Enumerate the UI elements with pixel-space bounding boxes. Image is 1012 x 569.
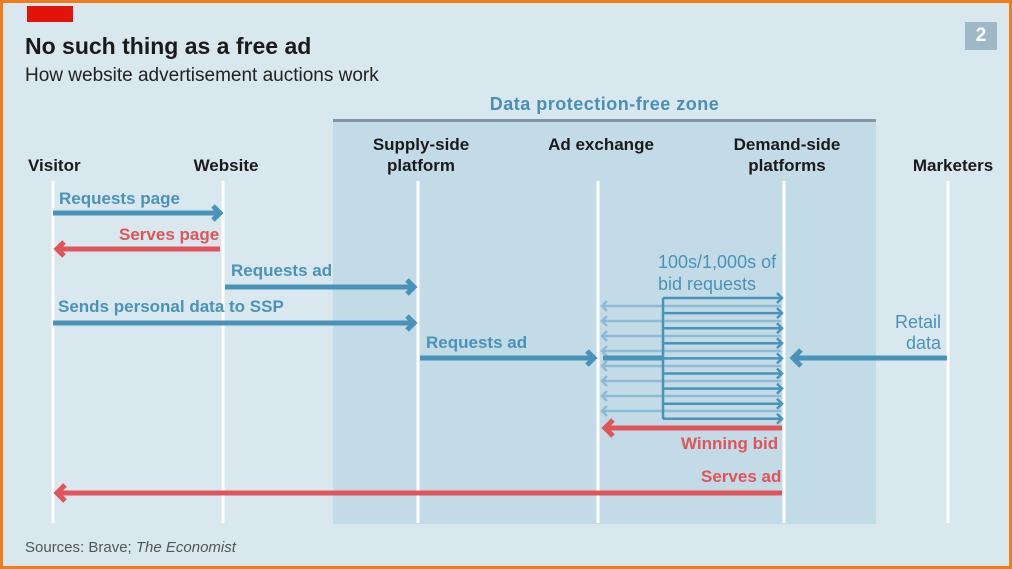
bid-response-arrow-head (600, 300, 608, 312)
zone-top-rule (333, 119, 876, 122)
bid-request-arrow-head (776, 337, 784, 350)
arrow-retail-data-head (789, 348, 803, 368)
label-winning-bid: Winning bid (681, 434, 779, 453)
column-marketers: Marketers (912, 156, 994, 175)
arrow-winning-bid-head (601, 418, 615, 438)
arrow-requests-ad-1-head (405, 278, 418, 296)
bid-response-arrow-head (600, 375, 608, 387)
arrow-sends-data-head (405, 314, 418, 332)
source-publication: The Economist (135, 539, 236, 556)
label-requests-page: Requests page (59, 189, 180, 208)
bid-request-arrow-head (776, 397, 784, 410)
chart-title: No such thing as a free ad (25, 33, 312, 59)
zone-label: Data protection-free zone (489, 94, 720, 114)
source-note: Sources: Brave; The Economist (25, 539, 236, 556)
label-requests-ad-2: Requests ad (426, 333, 528, 352)
bid-response-arrow-head (600, 330, 608, 342)
bid-response-arrow-head (600, 390, 608, 402)
bid-request-arrow-head (776, 322, 784, 335)
label-requests-ad-1: Requests ad (231, 261, 333, 280)
column-website: Website (193, 156, 259, 175)
column-ad-exchange: Ad exchange (548, 135, 654, 154)
flow-arrows (51, 181, 950, 523)
label-sends-data: Sends personal data to SSP (58, 297, 284, 316)
brand-tag (27, 6, 73, 22)
column-ssp: Supply-side platform (372, 135, 470, 175)
arrow-serves-ad-head (53, 483, 67, 503)
source-prefix: Sources: Brave; (25, 539, 136, 556)
arrow-requests-page-head (211, 204, 224, 222)
chart-number-badge: 2 (965, 22, 997, 50)
chart-subtitle: How website advertisement auctions work (25, 65, 379, 86)
bid-request-arrow-head (776, 292, 784, 304)
bid-request-arrow-head (776, 307, 784, 319)
label-retail-data: Retail data (894, 312, 941, 353)
arrow-requests-ad-2-head (585, 349, 598, 367)
label-serves-page: Serves page (119, 225, 220, 244)
bid-request-arrow-head (776, 352, 784, 365)
label-bid-requests: 100s/1,000s of bid requests (658, 252, 777, 294)
bid-response-arrow-head (600, 405, 608, 417)
column-visitor: Visitor (28, 156, 81, 175)
bid-request-arrow-head (776, 367, 784, 380)
bid-request-arrow-head (776, 412, 784, 425)
bid-response-arrow-head (600, 360, 608, 372)
bid-request-arrow-head (776, 382, 784, 395)
column-dsp: Demand-side platforms (733, 135, 841, 175)
label-serves-ad: Serves ad (701, 467, 782, 486)
bid-response-arrow-head (600, 345, 608, 357)
arrow-serves-page-head (53, 240, 66, 258)
bid-response-arrow-head (600, 315, 608, 327)
